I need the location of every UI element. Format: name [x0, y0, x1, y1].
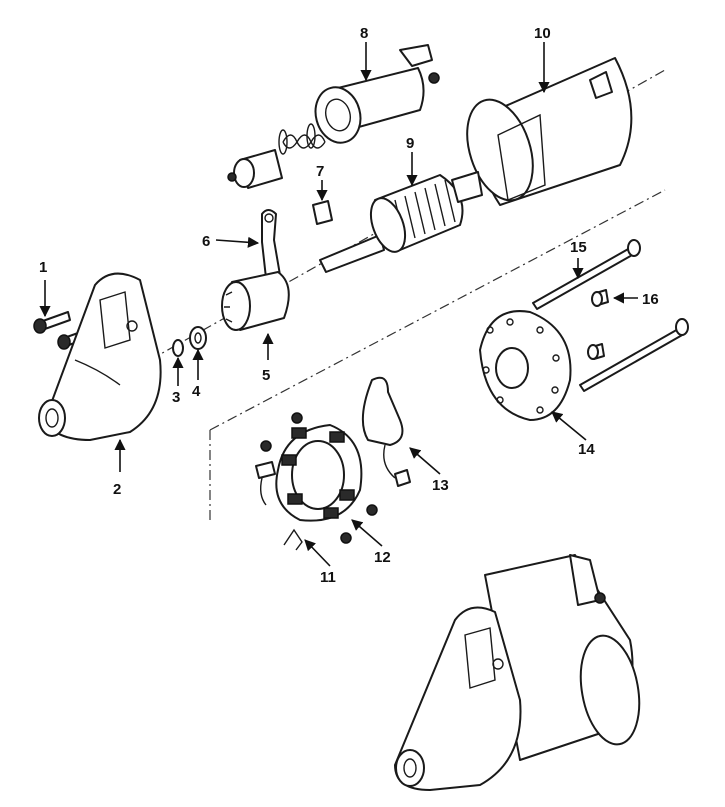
part-brush-small	[312, 200, 333, 225]
part-lever	[261, 209, 281, 279]
part-brush-plate	[275, 424, 363, 522]
assembled-starter	[394, 554, 641, 791]
callout-15: 15	[570, 239, 587, 256]
part-solenoid	[314, 44, 440, 144]
callout-2: 2	[113, 481, 121, 498]
part-brush-springs	[260, 412, 378, 544]
callout-13: 13	[432, 477, 449, 494]
callout-1: 1	[39, 259, 47, 276]
callout-12: 12	[374, 549, 391, 566]
callout-16: 16	[642, 291, 659, 308]
callout-leaders	[39, 42, 638, 567]
part-washers	[172, 326, 207, 357]
part-armature	[319, 171, 483, 273]
part-screws	[587, 289, 609, 360]
part-spring	[278, 123, 326, 155]
part-brush-lead	[255, 461, 276, 506]
callout-3: 3	[172, 389, 180, 406]
callout-10: 10	[534, 25, 551, 42]
part-field-frame	[466, 57, 633, 206]
callout-6: 6	[202, 233, 210, 250]
callout-14: 14	[578, 441, 595, 458]
callout-8: 8	[360, 25, 368, 42]
callout-labels: 1 2 3 4 5 6 7 8 9 10 11 12 13 14 15 16	[39, 25, 659, 586]
callout-7: 7	[316, 163, 324, 180]
part-plunger	[227, 149, 283, 189]
callout-11: 11	[320, 569, 336, 586]
callout-5: 5	[262, 367, 270, 384]
callout-9: 9	[406, 135, 414, 152]
part-drive-pinion	[221, 271, 290, 331]
part-clip	[283, 528, 303, 551]
part-end-plate	[479, 310, 572, 421]
part-drive-housing	[38, 272, 162, 441]
part-brush-holder	[361, 376, 411, 487]
callout-4: 4	[192, 383, 201, 400]
